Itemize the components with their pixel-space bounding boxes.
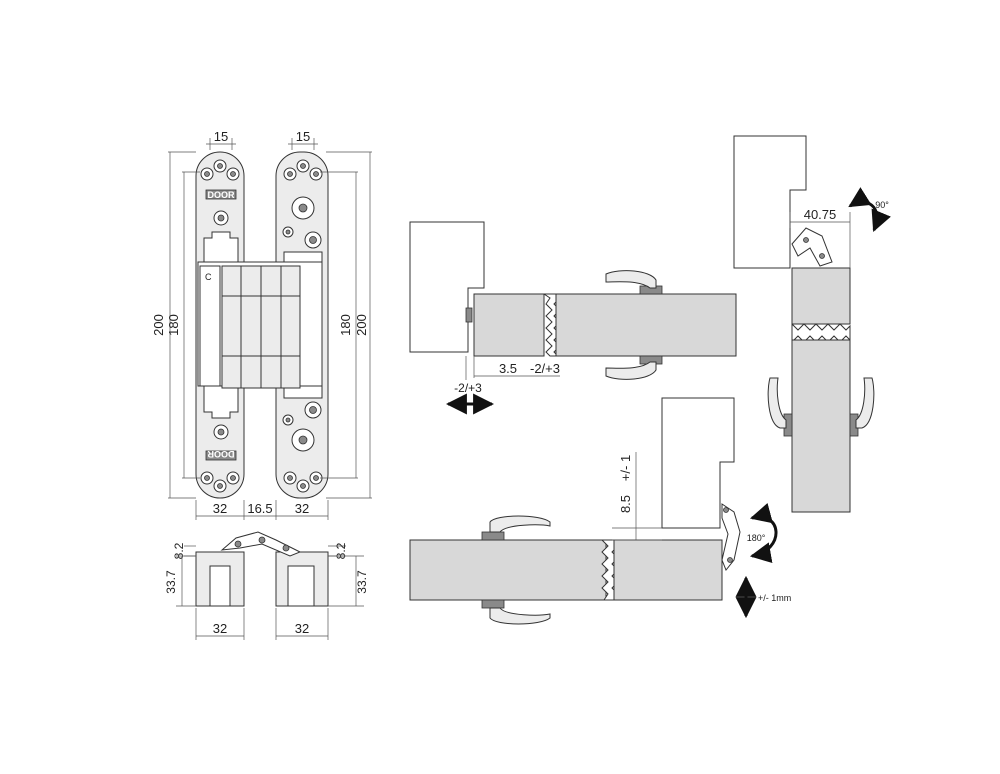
opening-90-offset: 40.75 [804, 207, 837, 222]
lateral-range: -2/+3 [454, 381, 482, 395]
dim-height-inner-right: 180 [338, 314, 353, 336]
svg-text:C: C [205, 272, 212, 282]
dim-height-outer-right: 200 [354, 314, 369, 336]
opening-90-angle: 90° [875, 200, 889, 210]
opening-180-offset-range: +/- 1 [618, 455, 633, 481]
opening-180-view: 8.5 +/- 1 180° +/- 1mm [409, 397, 791, 625]
hinge-side-view: 8.2 8.2 33.7 33.7 32 32 [164, 531, 369, 640]
opening-90-view: 40.75 90° [733, 135, 891, 513]
opening-180-angle: 180° [747, 533, 766, 543]
lateral-offset: 3.5 [499, 361, 517, 376]
hinge-front-view: DOOR DOOR C [151, 129, 372, 520]
dim-height-inner-left: 180 [166, 314, 181, 336]
dim-side-height-left: 33.7 [164, 570, 178, 594]
rotate-180-arrow [749, 503, 778, 564]
dim-top-left: 15 [214, 129, 228, 144]
door-label-bottom: DOOR [207, 449, 235, 459]
dim-side-top-left: 8.2 [172, 542, 186, 559]
screw-holes-left [200, 159, 240, 493]
hinge-knuckle-block: C [197, 261, 323, 389]
vertical-adjust-range: +/- 1mm [758, 593, 791, 603]
dim-bottom-gap: 16.5 [247, 501, 272, 516]
door-label-top: DOOR [208, 190, 236, 200]
dim-bottom-left: 32 [213, 501, 227, 516]
screw-holes-right [283, 159, 323, 493]
lateral-offset-range: -2/+3 [530, 361, 560, 376]
opening-180-offset: 8.5 [618, 495, 633, 513]
dim-height-outer-left: 200 [151, 314, 166, 336]
rotate-90-arrow [848, 187, 891, 232]
dim-side-top-right: 8.2 [334, 542, 348, 559]
dim-bottom-right: 32 [295, 501, 309, 516]
adjustment-cams [282, 196, 322, 452]
dim-top-right: 15 [296, 129, 310, 144]
dim-side-width-left: 32 [213, 621, 227, 636]
dim-side-height-right: 33.7 [355, 570, 369, 594]
dim-side-width-right: 32 [295, 621, 309, 636]
lateral-adjustment-view: 3.5 -2/+3 -2/+3 [409, 221, 737, 415]
